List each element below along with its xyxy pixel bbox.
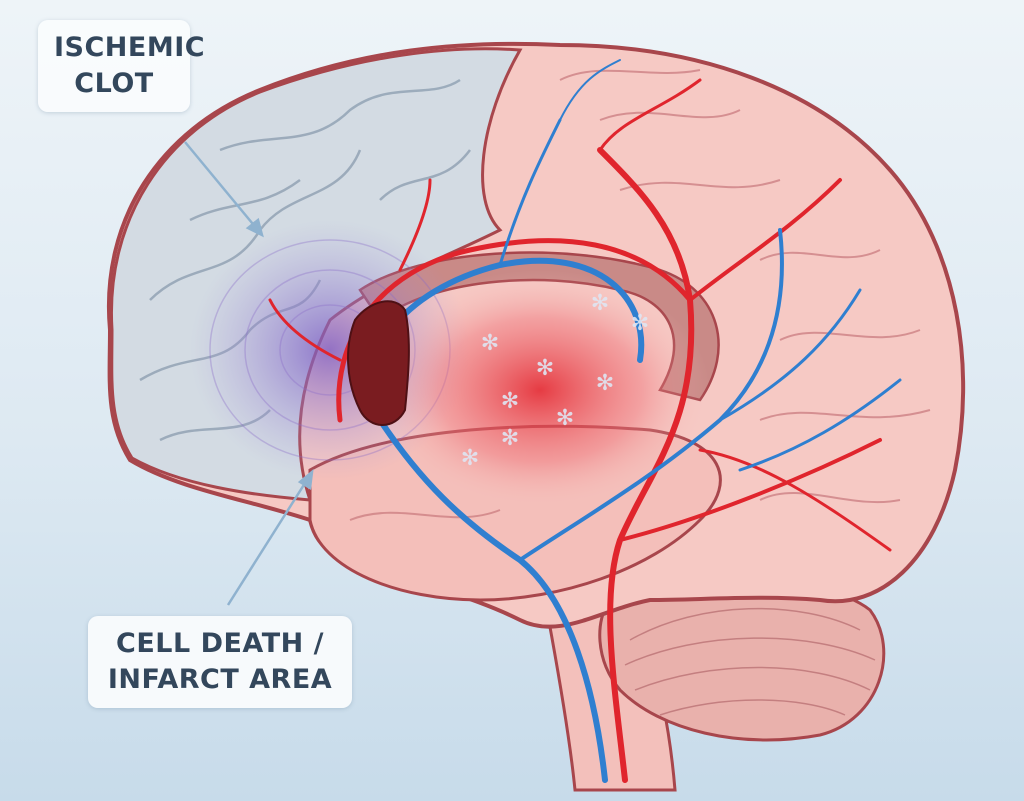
ischemic-clot-label: ISCHEMIC CLOT (38, 20, 206, 112)
svg-text:✻: ✻ (536, 356, 554, 381)
label-line: ISCHEMIC (54, 32, 206, 63)
label-arrows (184, 141, 314, 606)
svg-text:✻: ✻ (481, 331, 499, 356)
infarct-area-label: CELL DEATH / INFARCT AREA (88, 616, 352, 708)
svg-text:✻: ✻ (556, 406, 574, 431)
arteries (268, 78, 892, 783)
svg-text:✻: ✻ (461, 446, 479, 471)
svg-text:✻: ✻ (596, 371, 614, 396)
label-line: CELL DEATH / (116, 628, 324, 659)
dying-cells: ✻✻✻ ✻✻✻ ✻✻✻ (461, 291, 649, 471)
label-line: INFARCT AREA (107, 664, 333, 695)
svg-text:✻: ✻ (591, 291, 609, 316)
svg-text:✻: ✻ (631, 311, 649, 336)
ischemic-clot (347, 300, 410, 426)
svg-text:✻: ✻ (501, 389, 519, 414)
infarct-zone (370, 270, 710, 510)
label-line: CLOT (74, 68, 154, 99)
svg-text:✻: ✻ (501, 426, 519, 451)
